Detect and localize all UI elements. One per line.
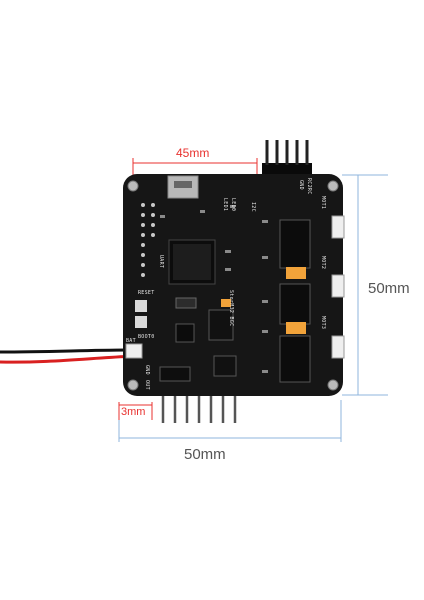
silk-out: OUT — [144, 380, 150, 390]
silk-uart: UART — [158, 255, 164, 269]
silk-rc2rc: RC2RC — [306, 178, 312, 195]
silk-mot3: MOT3 — [320, 316, 326, 330]
pcb-board — [123, 174, 345, 396]
battery-wires — [0, 348, 138, 364]
silk-i2c: I2C — [250, 202, 256, 212]
silk-mot2: MOT2 — [320, 256, 326, 270]
hole-offset-dimension — [118, 402, 153, 420]
silk-bat: BAT — [126, 338, 136, 344]
top-width-label: 45mm — [176, 146, 210, 160]
silk-gnd2: GND — [144, 365, 150, 375]
silk-led0: LED0 — [230, 198, 236, 212]
top-pin-header — [262, 140, 312, 179]
silk-stm32: StorM32 BGC — [228, 290, 234, 327]
silk-led1: LED1 — [222, 198, 228, 212]
bottom-dimension-line — [118, 400, 342, 442]
silk-gnd: GND — [298, 180, 304, 190]
silk-reset: RESET — [138, 290, 155, 296]
silk-mot1: MOT1 — [320, 196, 326, 210]
hole-offset-label: 3mm — [121, 406, 146, 418]
silk-boot0: BOOT0 — [138, 334, 155, 340]
bottom-width-label: 50mm — [184, 446, 226, 463]
bottom-pin-header — [161, 392, 237, 423]
right-dimension-line — [342, 174, 388, 396]
right-height-label: 50mm — [368, 280, 410, 297]
